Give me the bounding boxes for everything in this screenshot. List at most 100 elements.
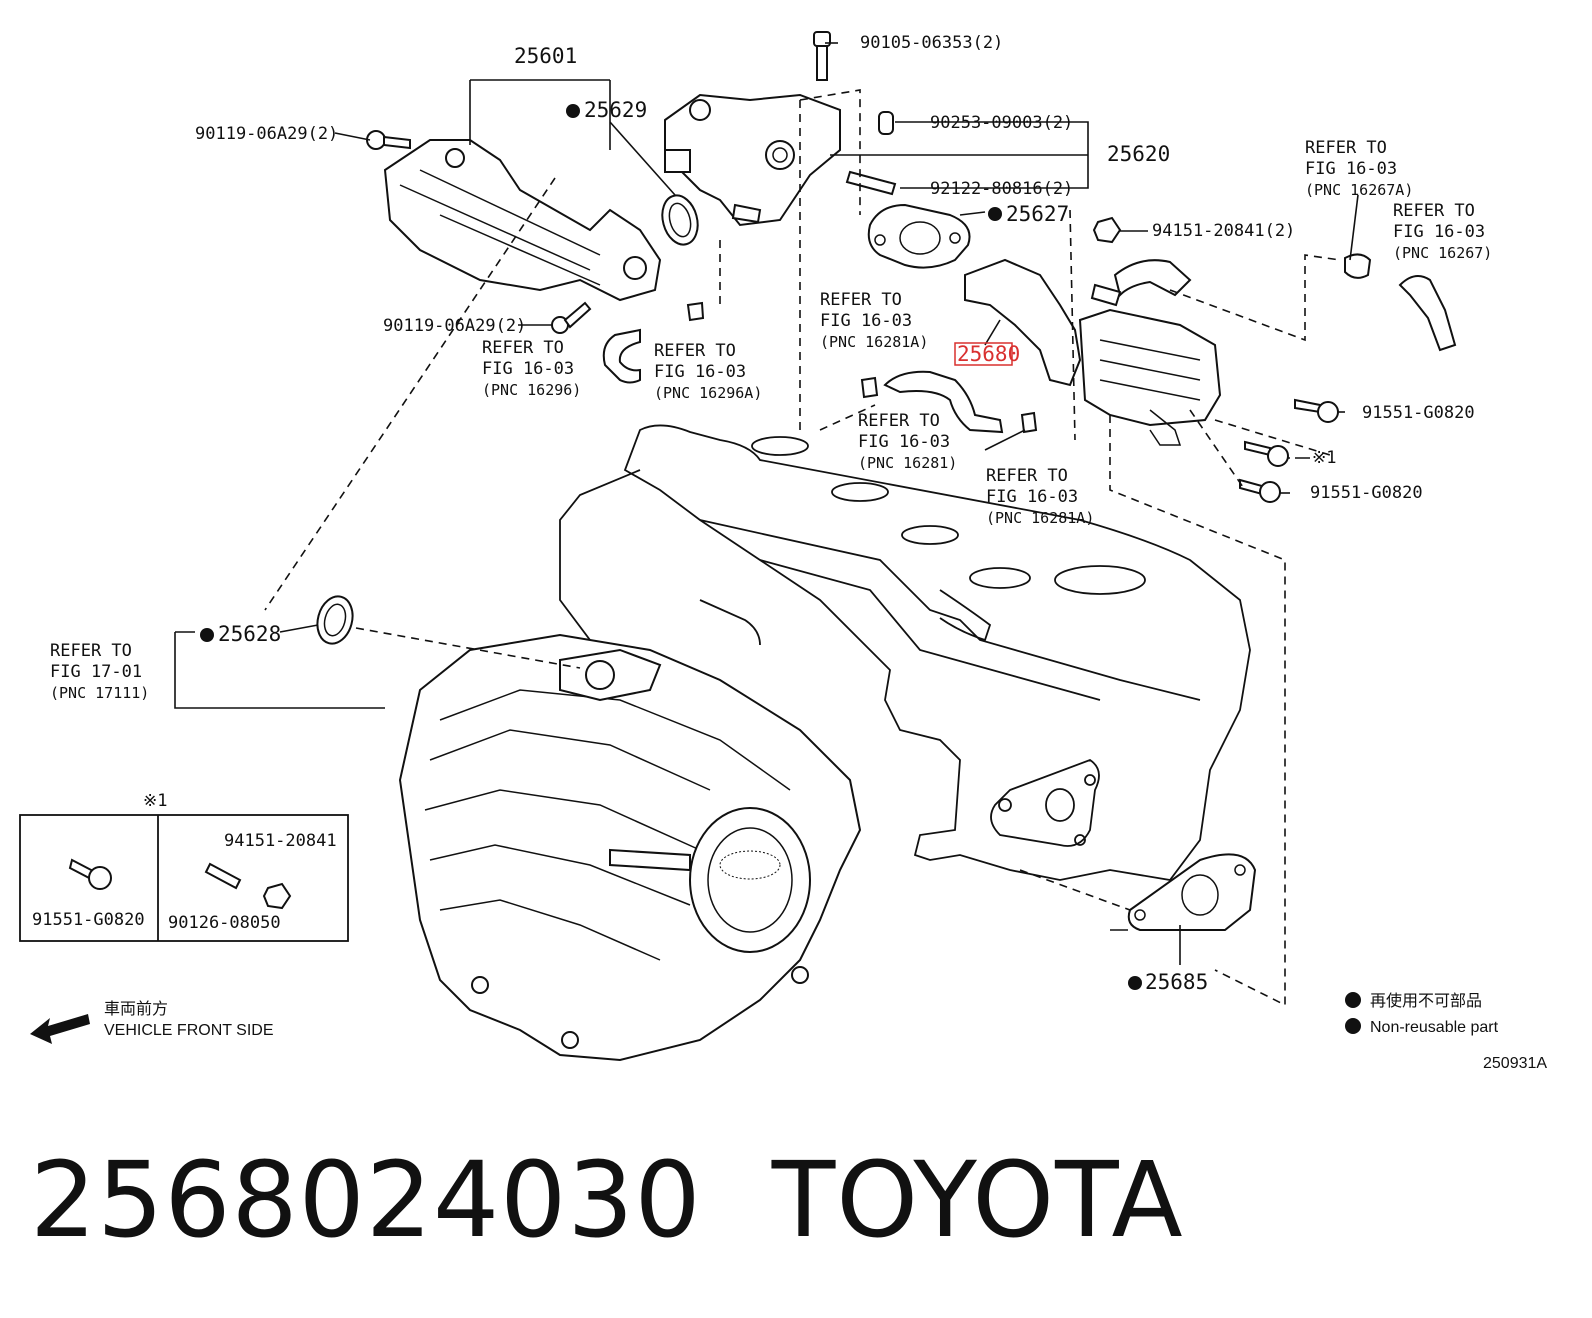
callout-note1-bolt: ※1 [1312, 448, 1336, 468]
bolt-91551-a-illustration [1294, 398, 1339, 423]
svg-text:REFER TO: REFER TO [986, 466, 1068, 486]
svg-text:FIG 16-03: FIG 16-03 [1305, 159, 1397, 179]
callout-25680-highlighted: 25680 [957, 342, 1020, 366]
svg-text:(PNC 17111): (PNC 17111) [50, 684, 149, 702]
svg-text:FIG 16-03: FIG 16-03 [654, 362, 746, 382]
refer-block-16296A: REFER TO FIG 16-03 (PNC 16296A) [654, 341, 762, 402]
clamp-16267A-illustration [1344, 253, 1372, 279]
svg-text:REFER TO: REFER TO [654, 341, 736, 361]
hose-16281-illustration [883, 370, 1004, 434]
part-number: 2568024030 [30, 1139, 702, 1261]
legend-en: Non-reusable part [1370, 1019, 1499, 1036]
egr-valve-illustration [664, 93, 841, 227]
svg-text:(PNC 16296A): (PNC 16296A) [654, 384, 762, 402]
inset-bolt-icon [68, 858, 112, 890]
svg-text:REFER TO: REFER TO [858, 411, 940, 431]
legend: 再使用不可部品 Non-reusable part [1345, 992, 1499, 1036]
hose-16267-illustration [1398, 275, 1457, 352]
svg-text:(PNC 16281): (PNC 16281) [858, 454, 957, 472]
gasket-25629-illustration [661, 194, 699, 246]
svg-text:(PNC 16296): (PNC 16296) [482, 381, 581, 399]
svg-text:(PNC 16267): (PNC 16267) [1393, 244, 1492, 262]
legend-jp: 再使用不可部品 [1370, 992, 1482, 1010]
bolt-90119-top-illustration [366, 130, 411, 150]
inset-stud-icon [204, 862, 242, 890]
gasket-25628-illustration [316, 595, 354, 645]
inset-right-nut: 94151-20841 [224, 831, 337, 851]
callout-91551-a: 91551-G0820 [1362, 403, 1475, 423]
svg-text:FIG 16-03: FIG 16-03 [1393, 222, 1485, 242]
refer-block-17111: REFER TO FIG 17-01 (PNC 17111) [50, 641, 149, 702]
stud-92122-illustration [845, 170, 897, 196]
hose-16296-illustration [602, 328, 641, 384]
callout-94151: 94151-20841(2) [1152, 221, 1295, 241]
assembly-dashed-lines [264, 89, 1341, 1007]
bolt-91551-b-illustration [1239, 478, 1281, 503]
svg-text:(PNC 16281A): (PNC 16281A) [820, 333, 928, 351]
svg-text:REFER TO: REFER TO [50, 641, 132, 661]
svg-text:FIG 16-03: FIG 16-03 [482, 359, 574, 379]
callout-25601: 25601 [514, 44, 577, 68]
callout-25685: 25685 [1145, 970, 1208, 994]
refer-block-16281A-upper: REFER TO FIG 16-03 (PNC 16281A) [820, 290, 928, 351]
callout-92122: 92122-80816(2) [930, 179, 1073, 199]
leader-lines [174, 42, 1359, 965]
bolt-90105-illustration [813, 31, 831, 81]
clamp-16281A-illustration [860, 376, 879, 399]
non-reusable-marker-icon [988, 207, 1002, 221]
inset-left-part: 91551-G0820 [32, 910, 145, 930]
nut-94151-illustration [1092, 216, 1122, 244]
vehicle-front-indicator: 車両前方 VEHICLE FRONT SIDE [30, 1000, 274, 1044]
callout-90119-top: 90119-06A29(2) [195, 124, 338, 144]
svg-text:FIG 17-01: FIG 17-01 [50, 662, 142, 682]
engine-block-illustration [559, 424, 1251, 881]
callout-25629: 25629 [584, 98, 647, 122]
front-label-en: VEHICLE FRONT SIDE [104, 1022, 274, 1039]
refer-block-16281: REFER TO FIG 16-03 (PNC 16281) [858, 411, 957, 472]
refer-block-16296: REFER TO FIG 16-03 (PNC 16296) [482, 338, 581, 399]
svg-text:FIG 16-03: FIG 16-03 [986, 487, 1078, 507]
refer-block-16267: REFER TO FIG 16-03 (PNC 16267) [1393, 201, 1492, 262]
svg-text:(PNC 16281A): (PNC 16281A) [986, 509, 1094, 527]
pin-90253-illustration [878, 111, 894, 135]
svg-text:REFER TO: REFER TO [820, 290, 902, 310]
non-reusable-marker-icon [566, 104, 580, 118]
brand-name: TOYOTA [771, 1139, 1184, 1261]
gasket-25685-illustration [1127, 853, 1257, 931]
inset-nut-icon [262, 882, 292, 910]
bolt-note1-illustration [1244, 440, 1289, 467]
inset-right-stud: 90126-08050 [168, 913, 281, 933]
intake-manifold-illustration [398, 633, 862, 1062]
svg-text:FIG 16-03: FIG 16-03 [820, 311, 912, 331]
part-caption: 2568024030 TOYOTA [30, 1140, 1184, 1260]
egr-cooler-25680-illustration [964, 258, 1222, 446]
svg-text:REFER TO: REFER TO [482, 338, 564, 358]
callout-25620: 25620 [1107, 142, 1170, 166]
refer-block-16281A-lower: REFER TO FIG 16-03 (PNC 16281A) [986, 466, 1094, 527]
callout-90119-bottom: 90119-06A29(2) [383, 316, 526, 336]
refer-block-16267A: REFER TO FIG 16-03 (PNC 16267A) [1305, 138, 1413, 199]
callout-25627: 25627 [1006, 202, 1069, 226]
legend-marker-icon [1345, 992, 1361, 1008]
svg-text:FIG 16-03: FIG 16-03 [858, 432, 950, 452]
legend-marker-icon [1345, 1018, 1361, 1034]
highlight-box [954, 342, 1013, 366]
clamp-16296A-illustration [686, 301, 705, 322]
gasket-25627-illustration [867, 203, 971, 269]
callout-91551-b: 91551-G0820 [1310, 483, 1423, 503]
front-label-jp: 車両前方 [104, 1000, 168, 1018]
front-arrow-icon [30, 1014, 90, 1044]
callout-90253: 90253-09003(2) [930, 113, 1073, 133]
svg-text:REFER TO: REFER TO [1393, 201, 1475, 221]
non-reusable-marker-icon [1128, 976, 1142, 990]
non-reusable-marker-icon [200, 628, 214, 642]
egr-pipe-25601-illustration [383, 139, 662, 302]
callout-90105: 90105-06353(2) [860, 33, 1003, 53]
bolt-90119-bottom-illustration [551, 301, 592, 334]
callout-25628: 25628 [218, 622, 281, 646]
svg-text:(PNC 16267A): (PNC 16267A) [1305, 181, 1413, 199]
inset-title: ※1 [143, 791, 167, 811]
clamp-16281A-b-illustration [1020, 411, 1038, 434]
svg-text:REFER TO: REFER TO [1305, 138, 1387, 158]
